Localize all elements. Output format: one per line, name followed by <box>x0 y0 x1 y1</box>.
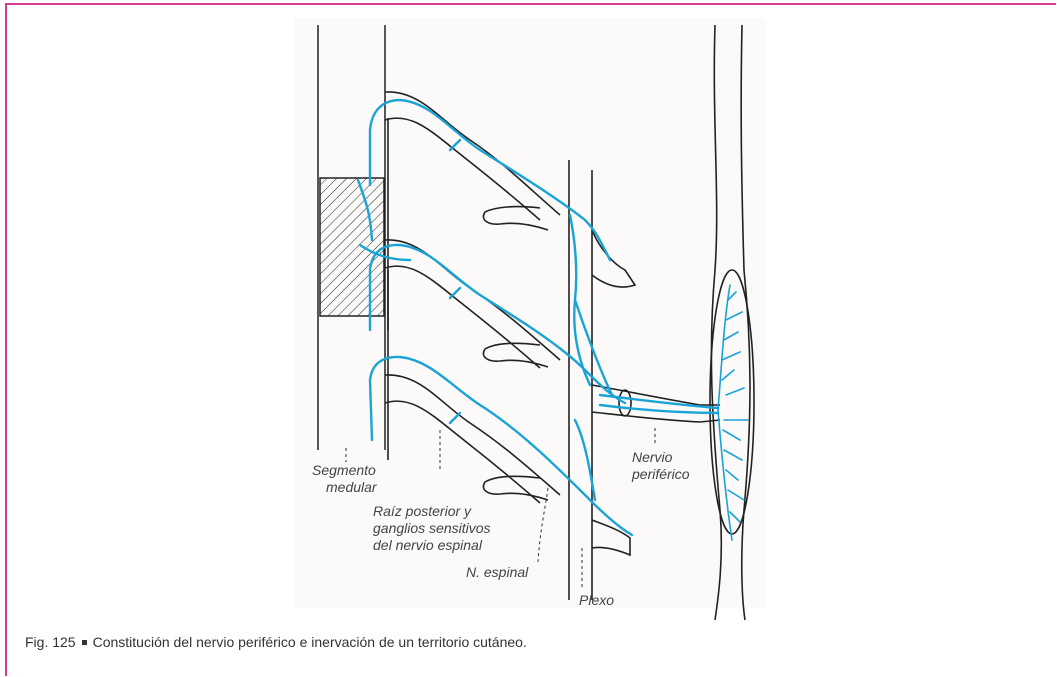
label-plexo: Plexo <box>579 592 615 608</box>
plexus <box>568 160 637 600</box>
label-nervio-espinal: N. espinal <box>466 564 529 580</box>
caption-text: Constitución del nervio periférico e ine… <box>92 634 527 650</box>
figure-number: Fig. 125 <box>25 634 76 650</box>
posterior-roots <box>384 91 561 504</box>
spinal-cord <box>317 25 386 450</box>
figure-caption: Fig. 125 Constitución del nervio periféri… <box>25 634 527 650</box>
cutaneous-territory <box>709 269 755 535</box>
label-segmento-medular: Segmento medular <box>312 462 377 495</box>
skin-limb <box>709 24 755 621</box>
label-raiz-posterior: Raíz posterior y ganglios sensitivos del… <box>373 503 491 553</box>
cutaneous-branches <box>717 284 749 541</box>
page-frame <box>5 3 1056 676</box>
label-nervio-periferico: Nervio periférico <box>632 449 690 482</box>
medullary-segment <box>319 177 385 317</box>
caption-bullet <box>81 640 87 646</box>
anterior-roots <box>387 118 549 501</box>
label-pointers <box>345 428 656 588</box>
nerve-fibers <box>356 98 720 537</box>
